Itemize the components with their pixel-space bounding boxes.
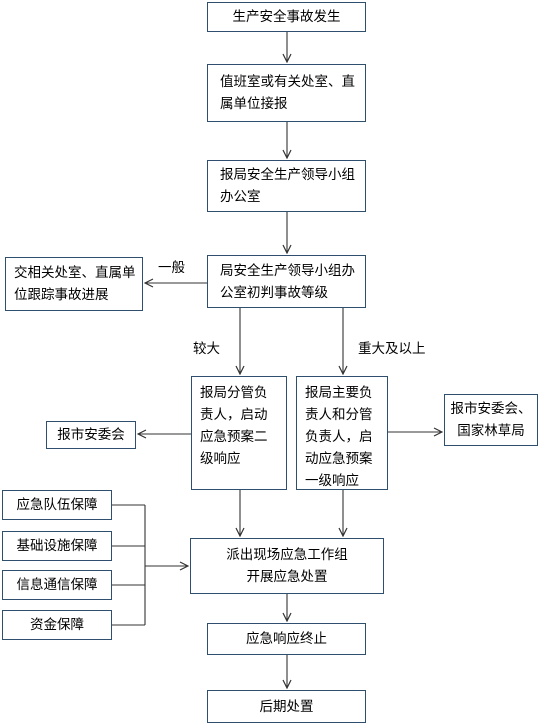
accident-occurs-box: 生产安全事故发生 xyxy=(207,2,366,32)
funding-support-box: 资金保障 xyxy=(2,610,112,640)
label-larger: 较大 xyxy=(193,341,220,357)
dispatch-team-box: 派出现场应急工作组开展应急处置 xyxy=(190,538,384,594)
track-progress-box: 交相关处室、直属单位跟踪事故进展 xyxy=(5,257,143,311)
report-safety-office-box: 报局安全生产领导小组办公室 xyxy=(207,160,366,212)
report-city-committee-box: 报市安委会 xyxy=(46,421,136,449)
response-termination-box: 应急响应终止 xyxy=(207,623,366,655)
initial-grading-box: 局安全生产领导小组办公室初判事故等级 xyxy=(207,255,366,308)
level2-response-box: 报局分管负责人，启动应急预案二级响应 xyxy=(191,376,287,490)
label-major: 重大及以上 xyxy=(358,341,426,357)
report-city-and-forestry-box: 报市安委会、国家林草局 xyxy=(444,394,538,446)
communication-support-box: 信息通信保障 xyxy=(2,570,112,600)
level1-response-box: 报局主要负责人和分管负责人，启动应急预案一级响应 xyxy=(296,376,388,490)
infrastructure-support-box: 基础设施保障 xyxy=(2,531,112,561)
label-general: 一般 xyxy=(158,260,185,276)
aftermath-box: 后期处置 xyxy=(207,690,366,723)
team-support-box: 应急队伍保障 xyxy=(2,490,112,520)
duty-office-receives-box: 值班室或有关处室、直属单位接报 xyxy=(207,64,366,122)
